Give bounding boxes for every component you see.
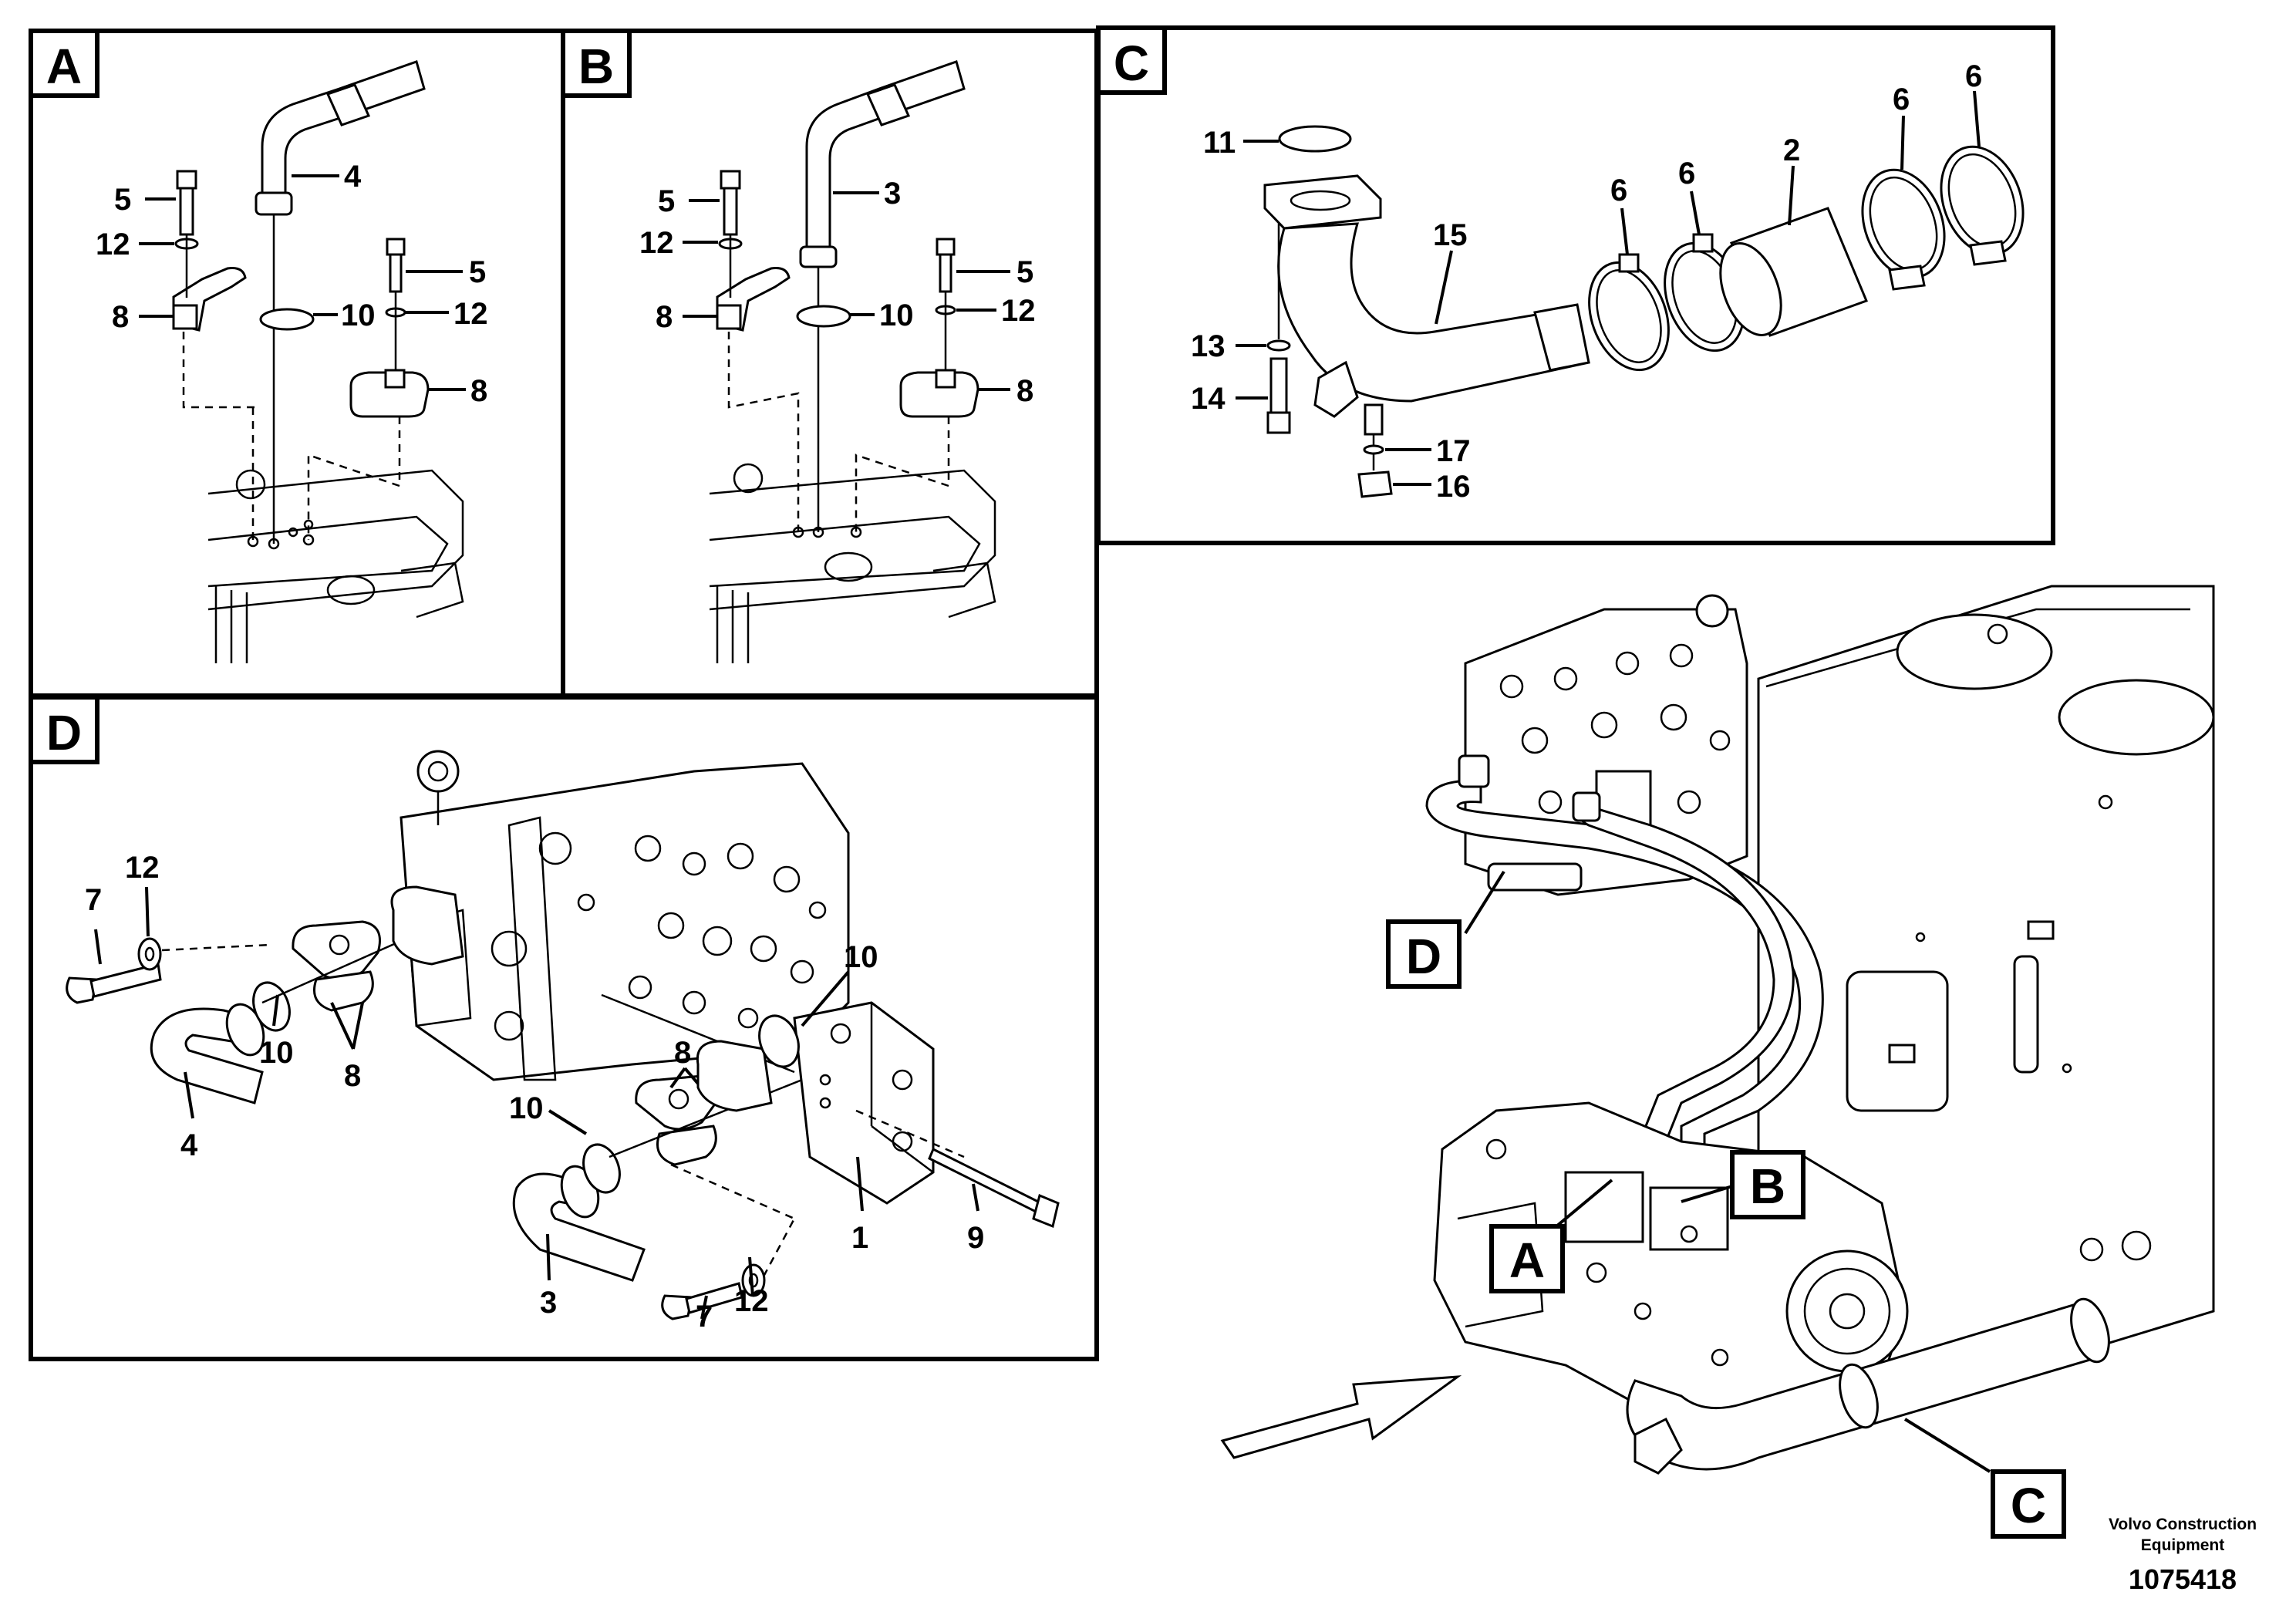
marker-a: A (1509, 1233, 1545, 1288)
sleeve-2 (1719, 207, 1868, 337)
panel-b: B (561, 29, 1099, 698)
bolt-5-right (386, 238, 406, 293)
panel-c: C (1096, 25, 2055, 545)
hose-4 (255, 60, 426, 216)
callout-b-8-right: 8 (1017, 374, 1033, 408)
callout-c-17: 17 (1436, 434, 1471, 468)
callout-d-10-upper: 10 (259, 1036, 294, 1070)
hose-4-d (150, 1003, 265, 1104)
clamp-8-right-b (899, 369, 979, 418)
adapter-block-1 (793, 1001, 935, 1205)
callout-d-3: 3 (540, 1286, 557, 1320)
hose-3 (799, 60, 966, 268)
clamp-8-d-upper (292, 920, 381, 1012)
callout-d-7-upper: 7 (85, 883, 102, 917)
document-number: 1075418 (2129, 1563, 2237, 1595)
callout-a-12-left: 12 (96, 228, 130, 261)
callout-d-4: 4 (180, 1128, 198, 1162)
panel-a: A (29, 29, 565, 698)
callout-c-11: 11 (1203, 126, 1236, 160)
hydraulic-tank (1757, 585, 2215, 1367)
callout-b-10: 10 (879, 298, 914, 332)
callout-a-5-left: 5 (114, 183, 131, 217)
callout-c-6-b: 6 (1678, 157, 1695, 191)
callout-a-8-right: 8 (470, 374, 487, 408)
callout-c-13: 13 (1191, 329, 1226, 363)
callout-b-3: 3 (884, 177, 901, 211)
callout-a-10: 10 (341, 298, 376, 332)
bolt-14 (1266, 357, 1291, 434)
clamp-6-c (1861, 168, 1946, 291)
callout-b-12-right: 12 (1001, 294, 1036, 328)
bolt-7-d-lower (661, 1282, 743, 1320)
panel-b-label: B (578, 39, 614, 94)
callout-c-16: 16 (1436, 470, 1471, 504)
callout-c-15: 15 (1433, 218, 1468, 252)
callout-c-14: 14 (1191, 382, 1226, 416)
callout-d-9: 9 (967, 1221, 984, 1255)
callout-d-12-upper: 12 (125, 851, 160, 885)
callout-a-5-right: 5 (469, 255, 486, 289)
marker-c: C (2011, 1478, 2046, 1533)
callout-d-10-mid: 10 (844, 940, 878, 974)
valve-body-a (207, 469, 464, 663)
valve-body-b (709, 463, 996, 663)
panel-d: D (29, 695, 1099, 1361)
callout-b-12-left: 12 (639, 226, 674, 260)
callout-d-8-upper: 8 (344, 1059, 361, 1093)
control-valve-d (400, 750, 850, 1081)
view-arrow (1220, 1375, 1462, 1459)
clamp-8-d-lower (635, 1074, 718, 1166)
callout-c-6-a: 6 (1610, 174, 1627, 207)
callout-c-6-c: 6 (1893, 83, 1910, 116)
panel-c-label: C (1114, 35, 1149, 91)
clamp-8-left-b (716, 267, 791, 332)
callout-c-2: 2 (1783, 133, 1800, 167)
callout-b-5-right: 5 (1017, 255, 1033, 289)
footer-brand: Volvo Construction Equipment 1075418 (2109, 1516, 2257, 1595)
clamp-6-a (1588, 253, 1670, 372)
clamp-8-right (349, 369, 430, 418)
callout-a-12-right: 12 (453, 297, 488, 331)
bolt-5-left (176, 170, 197, 236)
pump-hoses (1425, 754, 1824, 1158)
panel-d-label: D (46, 705, 82, 760)
callout-d-12-lower: 12 (734, 1284, 769, 1318)
callout-a-4: 4 (344, 160, 362, 194)
marker-b: B (1750, 1158, 1785, 1214)
callout-d-10-lower: 10 (509, 1091, 544, 1125)
marker-d: D (1406, 929, 1441, 984)
callout-d-8-lower: 8 (674, 1036, 691, 1070)
callout-a-8-left: 8 (112, 300, 129, 334)
callout-b-8-left: 8 (656, 300, 673, 334)
bolt-7-d-upper (66, 963, 162, 1004)
elbow-15 (1263, 174, 1590, 436)
bolt-5-right-b (936, 238, 956, 293)
callout-d-1: 1 (851, 1221, 868, 1255)
clamp-6-d (1940, 145, 2025, 266)
callout-b-5-left: 5 (658, 184, 675, 218)
clamp-8-left (172, 267, 247, 332)
bolt-5-left-b (720, 170, 741, 236)
panel-a-label: A (46, 39, 82, 94)
hose-3-d (512, 1165, 646, 1282)
machine-overview: D B A C (1220, 585, 2215, 1539)
bolt-9 (928, 1147, 1060, 1229)
callout-c-6-d: 6 (1965, 59, 1982, 93)
callout-d-7-lower: 7 (696, 1300, 713, 1334)
suction-pipe-overview (1626, 1297, 2110, 1475)
brand-line-2: Equipment (2141, 1536, 2225, 1554)
brand-line-1: Volvo Construction (2109, 1516, 2257, 1533)
